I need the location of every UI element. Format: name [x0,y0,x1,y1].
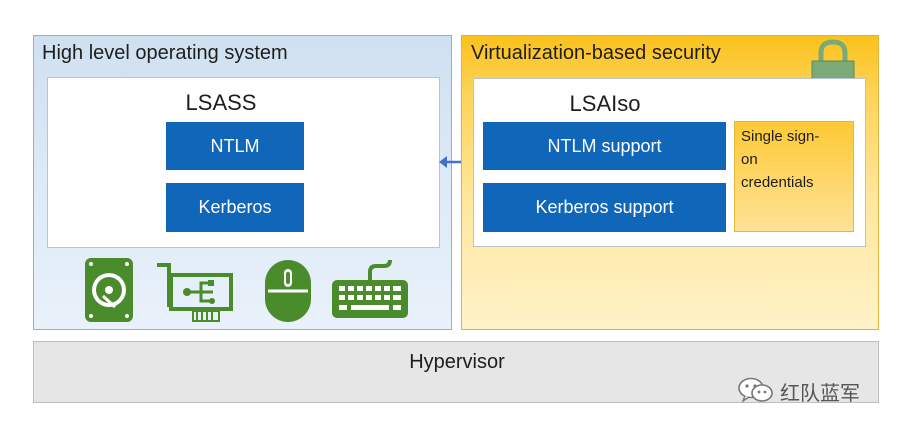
vbs-panel-title: Virtualization-based security [471,42,721,64]
watermark: 红队蓝军 [738,375,878,405]
hypervisor-bar: Hypervisor [33,341,879,403]
network-card-icon [157,263,233,322]
kerberos-box: Kerberos [166,183,304,232]
keyboard-icon [332,259,408,318]
hard-drive-icon [85,258,133,322]
single-sign-on-credentials-box: Single sign- on credentials [734,121,854,232]
ntlm-support-box: NTLM support [483,122,726,170]
sso-line-2: on [741,151,758,168]
mouse-icon [265,260,311,322]
lsaiso-box: LSAIso NTLM support Kerberos support Sin… [473,78,866,247]
watermark-text: 红队蓝军 [780,383,860,405]
lsaiso-title: LSAIso [569,91,641,116]
hypervisor-label: Hypervisor [409,351,505,373]
sso-line-3: credentials [741,174,814,191]
ntlm-box: NTLM [166,122,304,170]
os-panel-title: High level operating system [42,42,288,64]
high-level-os-panel: High level operating system LSASS NTLM K… [33,35,452,330]
kerberos-support-box: Kerberos support [483,183,726,232]
lsass-title: LSASS [185,90,257,115]
sso-line-1: Single sign- [741,128,820,145]
vbs-panel: Virtualization-based security LSAIso NTL… [461,35,879,330]
wechat-icon [738,377,773,403]
lsass-box: LSASS NTLM Kerberos [47,77,440,248]
